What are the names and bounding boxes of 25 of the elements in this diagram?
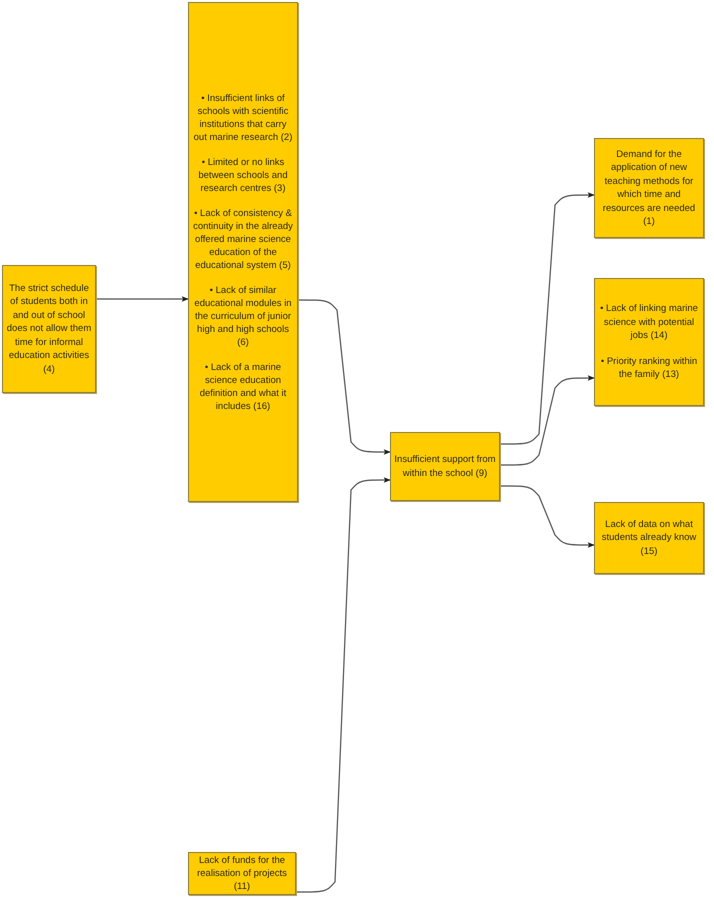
box-text: • Priority ranking within the family (13) <box>600 354 698 382</box>
cause-box <box>188 2 298 502</box>
arrow <box>96 296 189 302</box>
box-text: • Insufficient links of schools with scientific institutions that carry out marine research (2) <box>192 92 294 144</box>
arrow <box>296 477 391 893</box>
box-text: Demand for the application of new teaching methods for which time and resources are needed (1) <box>602 148 696 228</box>
box-text: • Lack of similar educational modules in the curriculum of junior high and high schools (6) <box>193 284 293 348</box>
cause-box <box>594 502 704 574</box>
box-text: Insufficient support from within the school (9) <box>394 453 496 480</box>
box-text: • Lack of linking marine science with potential jobs (14) <box>599 302 699 343</box>
cause-box <box>594 278 704 406</box>
cause-box <box>2 265 96 393</box>
box-text: • Limited or no links between schools and research centres (3) <box>197 156 289 194</box>
arrow <box>500 192 595 445</box>
box-text: Lack of funds for the realisation of projects (11) <box>196 854 288 893</box>
arrow <box>298 299 391 455</box>
arrow <box>500 375 595 466</box>
cause-box <box>390 432 500 501</box>
cause-box <box>594 138 704 238</box>
box-text: • Lack of a marine science education definition and what it includes (16) <box>198 360 288 412</box>
box-text: Lack of data on what students already know (15) <box>600 518 698 558</box>
box-text: The strict schedule of students both in and out of school does not allow them time for informal education activities (4) <box>6 282 92 376</box>
box-text: • Lack of consistency & continuity in the already offered marine science education of the educational system (5) <box>192 206 294 272</box>
cause-box <box>188 852 296 895</box>
arrow <box>500 485 595 548</box>
